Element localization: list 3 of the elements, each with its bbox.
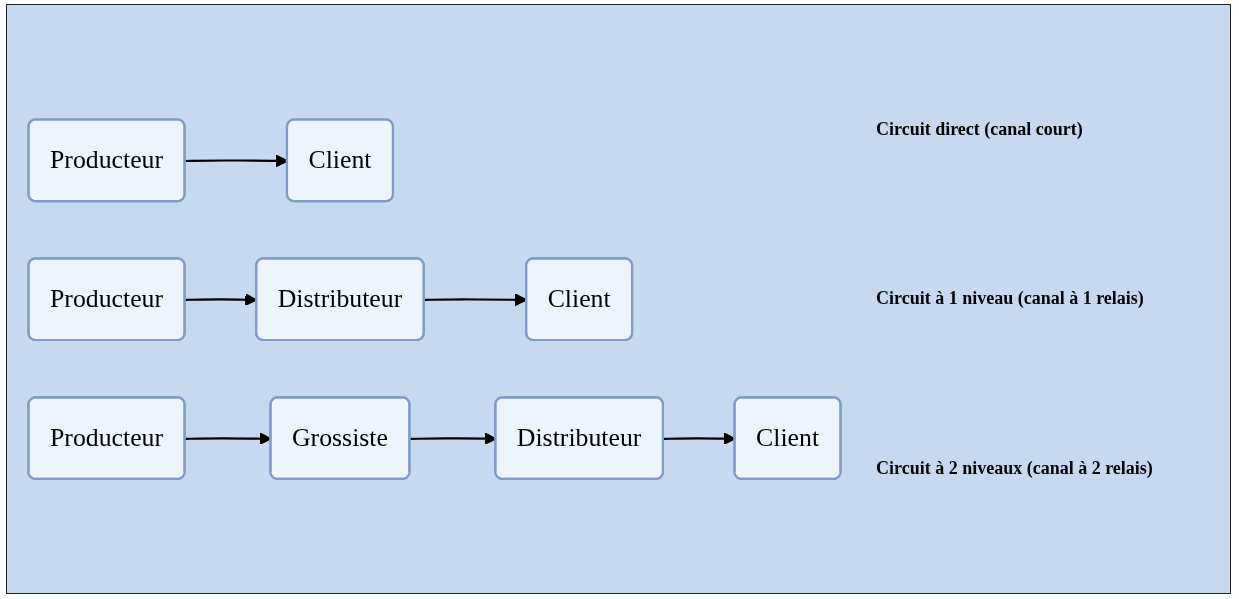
row-caption: Circuit à 1 niveau (canal à 1 relais) bbox=[876, 288, 1145, 310]
row-caption: Circuit à 2 niveaux (canal à 2 relais) bbox=[876, 457, 1154, 479]
row-caption: Circuit direct (canal court) bbox=[876, 119, 1084, 141]
